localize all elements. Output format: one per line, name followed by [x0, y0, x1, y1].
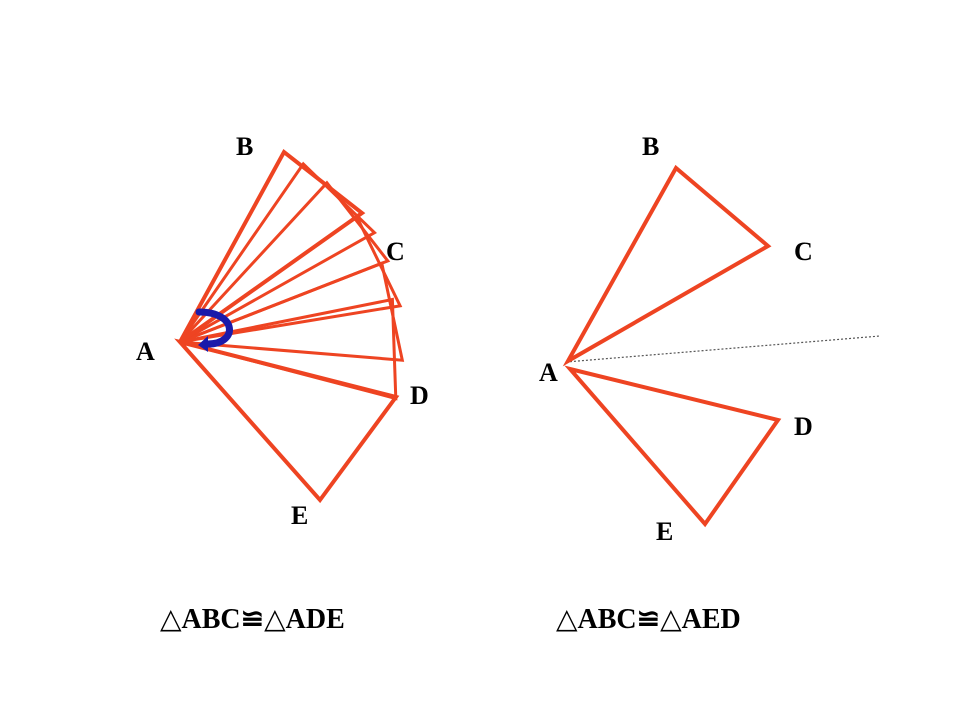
label-c-left: C	[386, 237, 405, 266]
triangle-abc-right	[562, 164, 772, 367]
left-figure: B C A D E △ABC≌△ADE	[136, 132, 429, 635]
label-b-left: B	[236, 132, 253, 161]
triangle-abc-left	[178, 148, 366, 344]
rotation-arrow-icon	[195, 308, 233, 352]
caption-left: △ABC≌△ADE	[160, 604, 345, 635]
caption-right: △ABC≌△AED	[556, 604, 741, 635]
label-d-right: D	[794, 412, 813, 441]
triangle-ade-left	[174, 338, 400, 504]
label-a-right: A	[539, 358, 558, 387]
triangle-aed-right	[564, 365, 782, 528]
label-d-left: D	[410, 381, 429, 410]
label-c-right: C	[794, 237, 813, 266]
reflection-axis	[565, 335, 881, 363]
label-e-right: E	[656, 517, 673, 546]
label-e-left: E	[291, 501, 308, 530]
label-a-left: A	[136, 337, 155, 366]
label-b-right: B	[642, 132, 659, 161]
right-figure: B C A D E △ABC≌△AED	[539, 132, 881, 635]
